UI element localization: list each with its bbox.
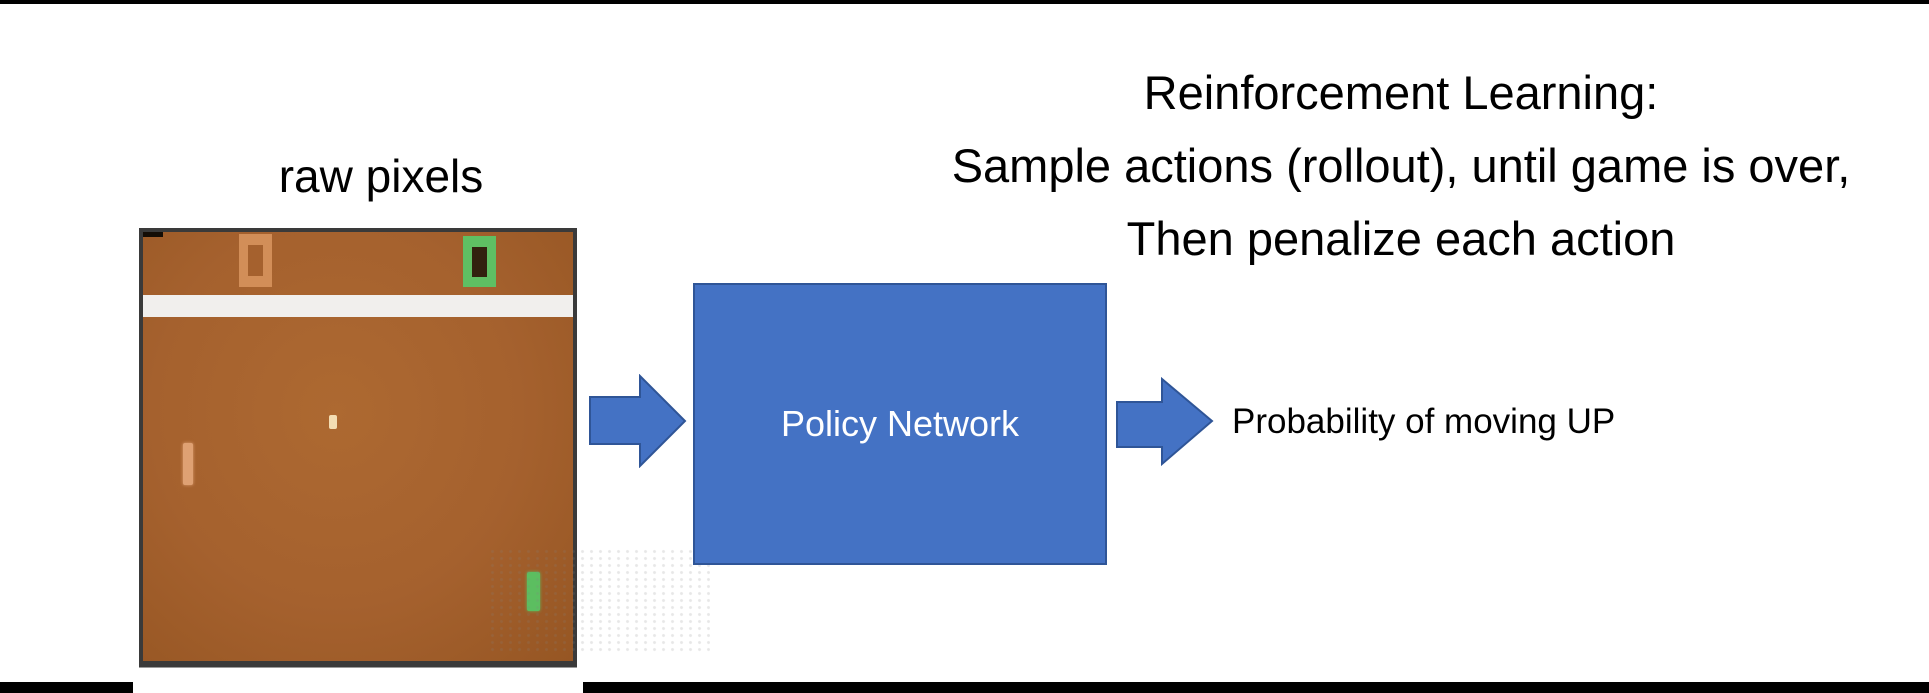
slide-title: Reinforcement Learning: Sample actions (… — [952, 56, 1851, 275]
corner-notch — [143, 232, 163, 237]
top-black-bar — [0, 0, 1929, 4]
policy-network-label: Policy Network — [780, 403, 1020, 444]
right-score-digit — [463, 236, 496, 287]
compression-noise — [488, 548, 710, 654]
pong-image-margin — [133, 667, 583, 693]
raw-pixels-label: raw pixels — [278, 150, 484, 202]
output-arrow-right-icon — [1116, 377, 1214, 467]
left-score-digit — [239, 234, 272, 287]
bottom-black-bar-right — [583, 682, 1929, 693]
title-line-1: Reinforcement Learning: — [1143, 66, 1659, 119]
ball — [329, 415, 337, 429]
bottom-black-bar-left — [0, 682, 133, 693]
top-white-band — [143, 295, 573, 317]
title-line-2: Sample actions (rollout), until game is … — [951, 139, 1851, 192]
right-score-hole — [472, 247, 487, 277]
pong-screenshot — [139, 228, 577, 667]
input-arrow-right-icon — [589, 374, 687, 468]
policy-network-box: Policy Network — [693, 283, 1107, 565]
pong-field — [143, 232, 573, 661]
left-paddle — [183, 443, 193, 485]
left-score-hole — [248, 245, 263, 276]
title-line-3: Then penalize each action — [1126, 212, 1676, 265]
right-paddle — [527, 572, 540, 611]
probability-label: Probability of moving UP — [1232, 402, 1616, 441]
